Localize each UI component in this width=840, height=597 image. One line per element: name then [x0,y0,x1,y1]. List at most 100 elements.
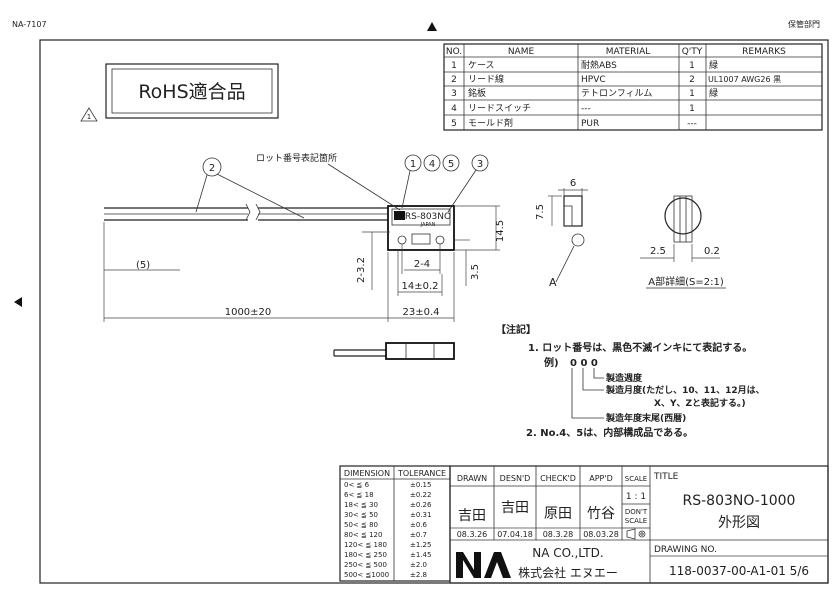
part-no: 1 [451,61,457,71]
japan-mark: JAPAN [420,222,436,228]
company-jp: 株式会社 エヌエー [518,565,618,580]
part-remarks: 緑 [709,87,718,99]
dim-14-5: 14.5 [495,220,506,242]
detail-a-label: A部詳細(S=2:1) [648,275,724,288]
sig-drawn: 吉田 [458,508,486,524]
tol-value: ±0.7 [410,531,427,539]
part-name: ケース [468,60,495,71]
date-desnd: 07.04.18 [497,530,533,539]
parts-header-name: NAME [508,47,535,57]
keep-department: 保管部門 [788,19,820,29]
note-week: 製造週度 [605,372,643,384]
tol-value: ±2.0 [410,561,427,569]
parts-header-no: NO. [446,47,462,57]
svg-text:1: 1 [410,159,416,170]
warning-triangle-icon: 1 [80,107,98,122]
part-material: HPVC [581,75,606,85]
part-material: テトロンフィルム [581,88,652,99]
tb-drawing-no-label: DRAWING NO. [654,545,717,555]
note-month-cont: X、Y、Zと表記する。) [654,397,746,409]
dim-3-5: 3.5 [470,264,481,280]
balloon-1: 1 [404,154,422,172]
tb-scale-2: SCALE [625,517,647,525]
part-qty: 2 [689,75,695,85]
sig-desnd: 吉田 [501,500,529,516]
part-qty: 1 [689,61,695,71]
part-no: 4 [451,104,457,114]
tol-range: 180< ≦ 250 [344,551,387,559]
sig-check: 原田 [544,506,572,522]
part-name: 銘板 [468,87,486,99]
tb-dont: DON'T [625,508,648,516]
tol-value: ±0.15 [410,481,431,489]
top-center-mark-icon [427,22,437,31]
tol-range: 0< ≦ 6 [344,481,370,489]
rohs-label: RoHS適合品 [138,81,245,103]
left-center-mark-icon [14,297,22,307]
projection-symbol-icon [626,528,646,540]
parts-header-remarks: REMARKS [742,47,786,57]
part-qty: 1 [689,89,695,99]
tb-desnd: DESN'D [500,474,531,483]
dimension-lines [103,205,500,322]
tol-range: 30< ≦ 50 [344,511,378,519]
dim-2-5: 2.5 [650,246,666,257]
svg-text:1: 1 [87,113,91,121]
svg-text:2: 2 [209,163,215,174]
dim-2-4: 2-4 [414,259,430,270]
part-material: PUR [581,119,599,129]
tol-value: ±0.22 [410,491,431,499]
dim-1000: 1000±20 [225,307,272,318]
part-material: --- [581,104,591,114]
tol-header-dimension: DIMENSION [344,469,390,478]
parts-table: NO. NAME MATERIAL Q'TY REMARKS 1 ケース 耐熱A… [443,43,823,131]
date-drawn: 08.3.26 [457,530,488,539]
tb-title-label: TITLE [653,472,679,482]
date-check: 08.3.28 [543,530,574,539]
tb-appd: APP'D [589,474,612,483]
sig-app: 竹谷 [587,506,615,522]
notes-block: 【注記】 1. ロット番号は、黒色不滅インキにて表記する。 例) 0 0 0 製… [496,323,765,439]
tol-header-tolerance: TOLERANCE [397,469,446,478]
table-row: 3 銘板 テトロンフィルム 1 緑 [451,87,718,99]
part-name: リードスイッチ [468,103,531,114]
tol-value: ±0.6 [410,521,428,529]
tol-value: ±0.31 [410,511,431,519]
dim-5: (5) [136,260,150,271]
table-row: 4 リードスイッチ --- 1 [451,103,695,114]
tol-range: 18< ≦ 30 [344,501,378,509]
company-logo-icon [456,552,511,578]
note-1: 1. ロット番号は、黒色不滅インキにて表記する。 [528,341,752,354]
dim-0-2: 0.2 [704,246,720,257]
view-a-label: A [549,276,557,289]
rohs-badge: RoHS適合品 [105,63,279,119]
tb-title-2: 外形図 [718,515,760,531]
part-remarks: UL1007 AWG26 黒 [708,75,781,84]
dim-23: 23±0.4 [402,307,439,318]
table-row: 1 ケース 耐熱ABS 1 緑 [451,59,718,71]
tol-range: 80< ≦ 120 [344,531,382,539]
table-row: 2 リード線 HPVC 2 UL1007 AWG26 黒 [451,73,781,85]
tb-scale: SCALE [625,475,647,483]
part-name: リード線 [468,73,504,85]
tol-range: 120< ≦ 180 [344,541,387,549]
part-no: 5 [451,119,457,129]
balloon-3: 3 [447,154,489,213]
tb-checkd: CHECK'D [540,474,576,483]
tol-value: ±0.26 [410,501,432,509]
dim-7-5: 7.5 [535,204,546,220]
sensor-body: RS-803NO JAPAN [387,205,455,251]
part-no: 2 [451,75,457,85]
balloon-2: 2 [195,157,305,219]
note-month: 製造月度(ただし、10、11、12月は、 [605,384,765,396]
part-qty: --- [687,119,697,129]
detail-a-view [640,195,720,262]
lot-location-label: ロット番号表記箇所 [256,152,337,164]
company-en: NA CO.,LTD. [532,546,603,560]
tol-range: 6< ≦ 18 [344,491,374,499]
tol-range: 500< ≦1000 [344,571,389,579]
balloon-4: 4 [423,154,441,172]
tolerance-table: DIMENSION TOLERANCE 0< ≦ 6 ±0.15 6< ≦ 18 ±… [339,465,451,582]
example-label: 例) [544,356,559,369]
